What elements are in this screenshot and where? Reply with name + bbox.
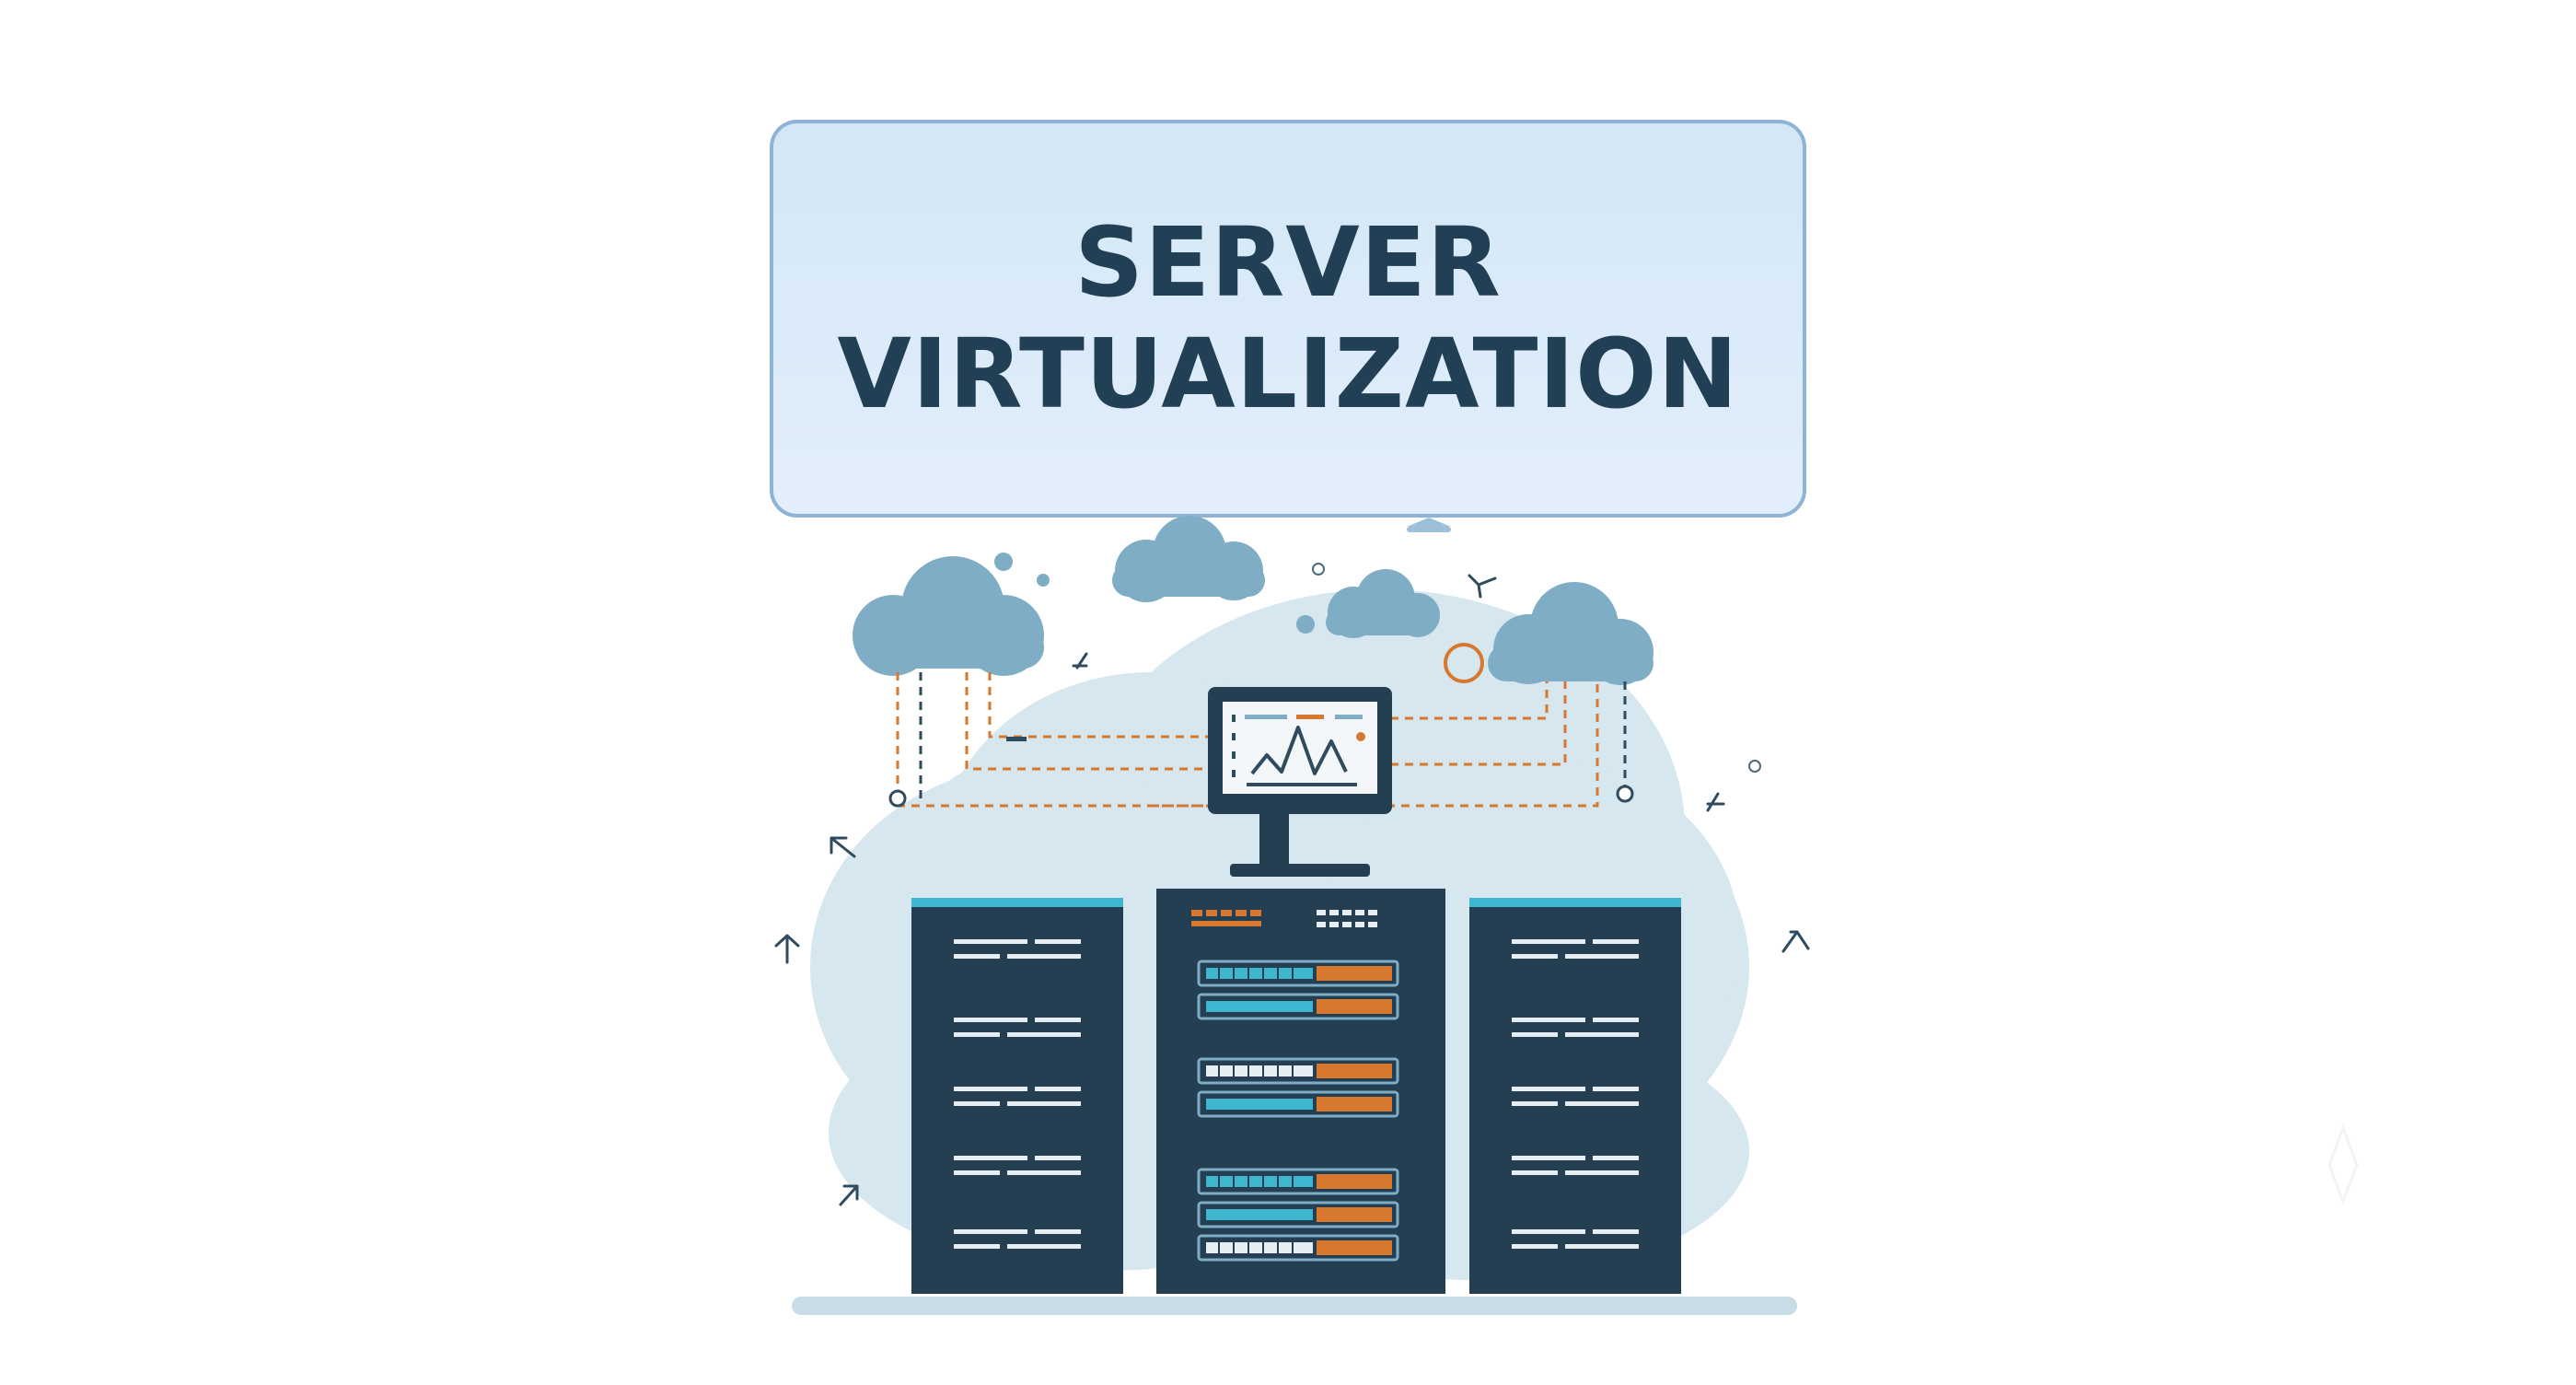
sparkle-icon [2327,1123,2359,1206]
server-rack-icon [911,898,1123,1294]
decorative-dots [994,553,1761,773]
floor-shadow [792,1297,1797,1315]
line-endpoints [888,737,1634,808]
line-chart-icon [1232,715,1365,786]
cloud-icon [1326,569,1440,638]
cloud-icon [1112,516,1265,602]
title-banner: SERVER VIRTUALIZATION [770,120,1806,518]
circle-node-icon [1444,643,1484,683]
drive-units [1197,960,1399,1262]
cloud-icon [853,556,1044,676]
server-rack-icon [1156,889,1445,1294]
monitor-icon [1208,687,1392,877]
arrow-icon [774,574,1810,1206]
title-line-1: SERVER [1074,206,1502,320]
cloud-icon [1488,582,1654,685]
title-line-2: VIRTUALIZATION [837,318,1739,430]
banner-tail [1407,518,1451,532]
server-rack-icon [1469,898,1681,1294]
